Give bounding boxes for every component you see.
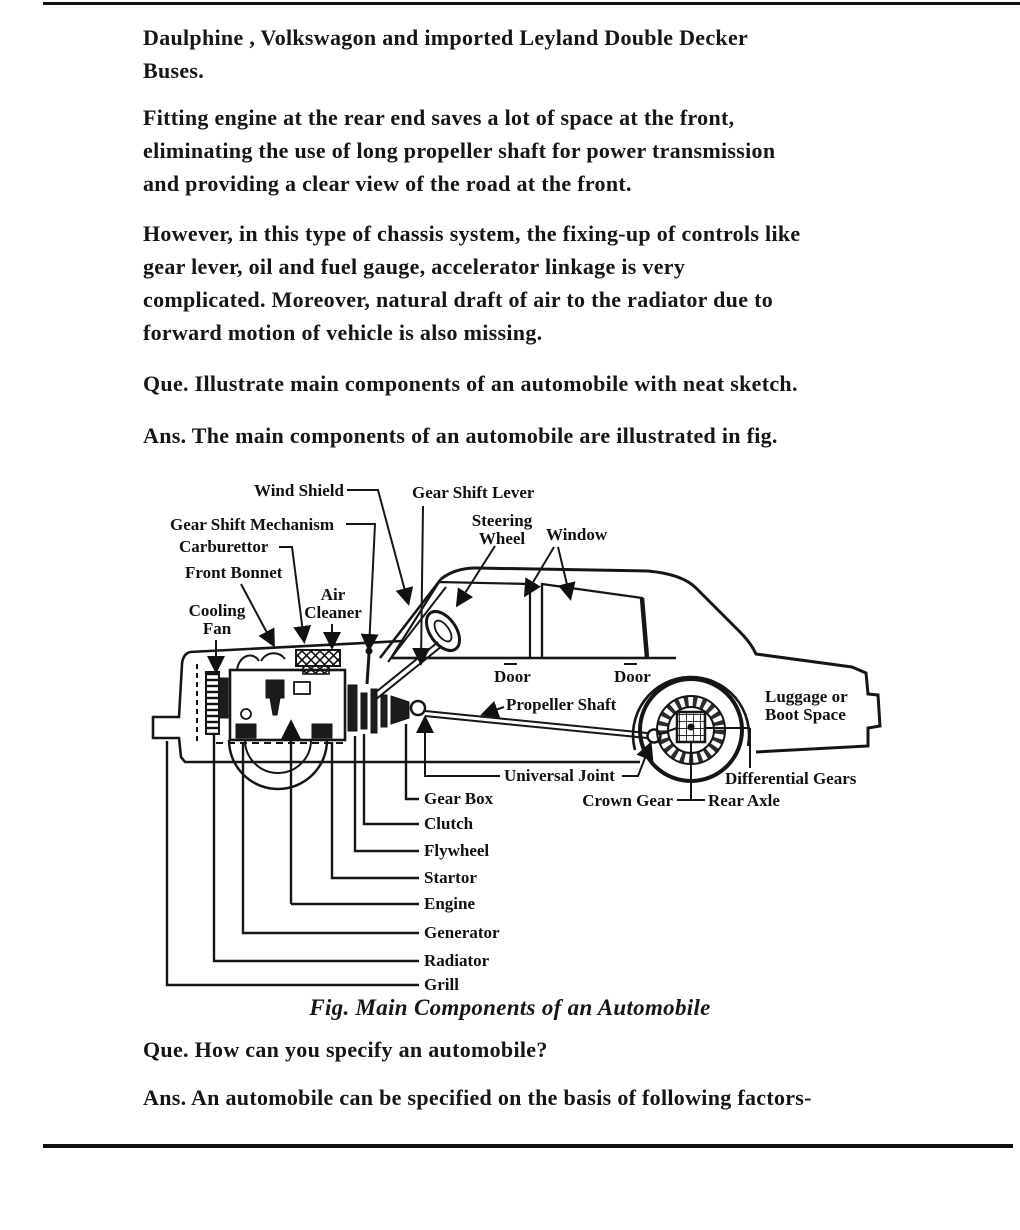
flywheel-part — [347, 684, 358, 732]
front-wheel-arc — [227, 739, 329, 791]
label-startor: Startor — [424, 868, 477, 887]
label-carburettor: Carburettor — [179, 537, 269, 556]
cooling-fan-part — [218, 677, 229, 719]
steering-wheel-part — [424, 609, 462, 653]
top-rule — [43, 2, 1020, 5]
label-steering-wheel: Steering Wheel — [471, 511, 533, 548]
question-line: Que. How can you specify an automobile? — [143, 1037, 548, 1062]
label-crown-gear: Crown Gear — [582, 791, 673, 810]
label-clutch: Clutch — [424, 814, 474, 833]
label-differential-gears: Differential Gears — [725, 769, 857, 788]
label-radiator: Radiator — [424, 951, 490, 970]
answer-line: Ans. An automobile can be specified on t… — [143, 1085, 812, 1110]
label-window: Window — [546, 525, 608, 544]
bottom-rule — [43, 1144, 1013, 1148]
label-propeller-shaft: Propeller Shaft — [506, 695, 617, 714]
text-line: and providing a clear view of the road a… — [143, 171, 632, 196]
label-rear-axle: Rear Axle — [708, 791, 780, 810]
label-wind-shield: Wind Shield — [254, 481, 344, 500]
steering-column-part — [370, 641, 443, 701]
clutch-part — [380, 694, 388, 728]
automobile-diagram-drawing — [151, 489, 882, 987]
label-engine: Engine — [424, 894, 476, 913]
label-door-rear: Door — [614, 667, 651, 686]
gear-lever-part — [365, 653, 371, 685]
label-front-bonnet: Front Bonnet — [185, 563, 283, 582]
text-line: Daulphine , Volkswagon and imported Leyl… — [143, 25, 749, 50]
label-cooling-fan: Cooling Fan — [188, 601, 246, 638]
air-cleaner-part — [295, 649, 341, 667]
label-air-cleaner: Air Cleaner — [304, 585, 362, 622]
text-line: gear lever, oil and fuel gauge, accelera… — [143, 254, 686, 279]
question-line: Que. Illustrate main components of an au… — [143, 371, 798, 396]
label-gear-shift-mechanism: Gear Shift Mechanism — [170, 515, 335, 534]
carburettor-part — [265, 679, 285, 699]
rear-wheel — [638, 677, 751, 801]
label-universal-joint: Universal Joint — [504, 766, 615, 785]
crown-gear-leader — [677, 743, 705, 801]
automobile-components-figure: Wind Shield Gear Shift Lever Gear Shift … — [140, 462, 920, 994]
propeller-shaft-part — [424, 710, 648, 739]
figure-caption: Fig. Main Components of an Automobile — [309, 995, 711, 1020]
text-line: complicated. Moreover, natural draft of … — [143, 287, 773, 312]
universal-joint-front — [409, 699, 427, 717]
label-generator: Generator — [424, 923, 500, 942]
text-line: However, in this type of chassis system,… — [143, 221, 801, 246]
rear-axle-leader — [705, 727, 751, 768]
component-pointer-lines — [165, 719, 419, 987]
callout-leaders — [207, 489, 654, 777]
label-door-front: Door — [494, 667, 531, 686]
engine-assembly — [205, 647, 678, 791]
label-gear-box: Gear Box — [424, 789, 494, 808]
text-line: forward motion of vehicle is also missin… — [143, 320, 543, 345]
label-luggage-boot-space: Luggage or Boot Space — [765, 687, 848, 724]
text-line: Buses. — [143, 58, 205, 83]
gear-box-part — [390, 695, 410, 725]
label-grill: Grill — [424, 975, 459, 994]
answer-line: Ans. The main components of an automobil… — [143, 423, 778, 448]
radiator-part — [205, 671, 220, 735]
label-gear-shift-lever: Gear Shift Lever — [412, 483, 535, 502]
label-flywheel: Flywheel — [424, 841, 490, 860]
text-line: eliminating the use of long propeller sh… — [143, 138, 776, 163]
text-line: Fitting engine at the rear end saves a l… — [143, 105, 735, 130]
